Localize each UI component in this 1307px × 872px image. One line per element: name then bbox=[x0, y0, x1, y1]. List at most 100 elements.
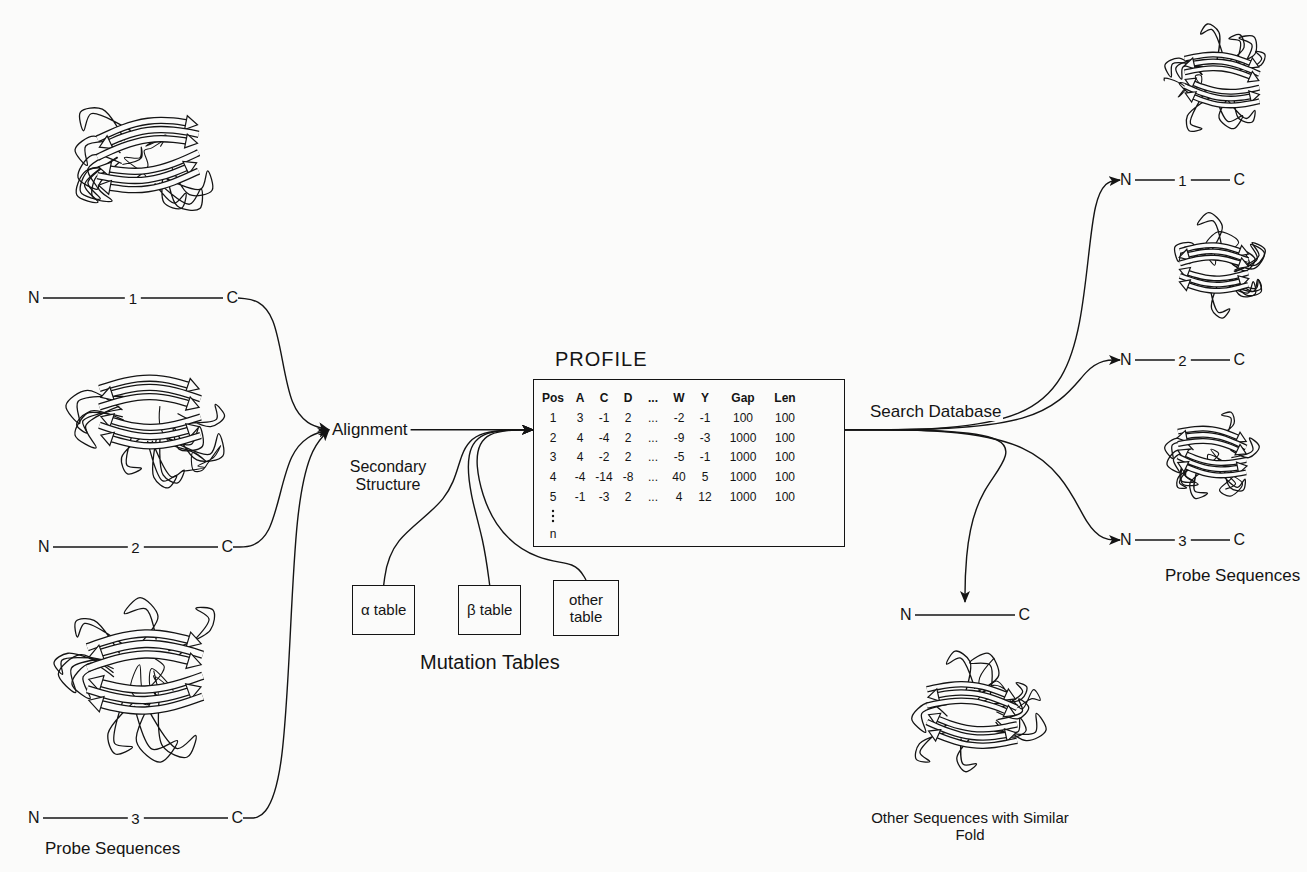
table-cell: -1 bbox=[575, 491, 586, 505]
table-name: α table bbox=[361, 601, 406, 618]
flow-arrow bbox=[845, 360, 1120, 430]
beta-strand bbox=[1188, 285, 1248, 291]
strand-arrowhead bbox=[1248, 71, 1259, 81]
terminus-label: N bbox=[1120, 351, 1132, 369]
protein-ribbon bbox=[54, 598, 215, 763]
table-cell: 3 bbox=[550, 451, 557, 465]
beta-strand bbox=[110, 171, 199, 190]
strand-arrowhead bbox=[101, 387, 114, 400]
terminus-label: C bbox=[1233, 171, 1245, 189]
strand-arrowhead bbox=[1185, 92, 1196, 102]
table-cell: 4 bbox=[577, 451, 584, 465]
table-heading: PROFILE bbox=[533, 348, 845, 371]
continuation-dot bbox=[552, 510, 554, 512]
beta-strand bbox=[112, 435, 201, 445]
group-title: Mutation Tables bbox=[420, 651, 560, 674]
step-label: Alignment bbox=[332, 420, 408, 440]
table-cell: ... bbox=[648, 471, 658, 485]
flow-arrow bbox=[845, 430, 1120, 540]
matched-sequence: NC bbox=[900, 602, 1030, 628]
protein-ribbon bbox=[1165, 412, 1260, 498]
strand-arrowhead bbox=[186, 653, 201, 668]
beta-strand bbox=[110, 171, 199, 190]
table-cell: 5 bbox=[550, 491, 557, 505]
table-cell: 1 bbox=[550, 412, 557, 426]
table-cell: 100 bbox=[733, 412, 753, 426]
table-cell: 4 bbox=[577, 432, 584, 446]
table-cell: Gap bbox=[731, 392, 754, 406]
beta-strand bbox=[1188, 285, 1248, 291]
strand-arrowhead bbox=[1235, 445, 1246, 455]
mutation-table-box: β table bbox=[458, 585, 521, 635]
table-cell: 3 bbox=[577, 412, 584, 426]
table-cell: Y bbox=[701, 392, 709, 406]
table-cell: -2 bbox=[599, 451, 610, 465]
table-cell: -1 bbox=[700, 412, 711, 426]
flow-arrow bbox=[845, 430, 1006, 602]
table-cell: A bbox=[576, 392, 585, 406]
strand-arrowhead bbox=[89, 697, 104, 712]
process-label: Alignment bbox=[332, 420, 408, 440]
beta-strand bbox=[102, 697, 203, 711]
terminus-label: N bbox=[900, 606, 912, 624]
table-cell: -9 bbox=[674, 432, 685, 446]
probe-sequence: N3C bbox=[1120, 527, 1245, 553]
sequence-number: 3 bbox=[1174, 532, 1190, 549]
probe-sequence: N3C bbox=[28, 805, 243, 831]
strand-arrowhead bbox=[89, 645, 104, 660]
table-cell: 40 bbox=[672, 471, 685, 485]
table-cell: -2 bbox=[674, 412, 685, 426]
beta-strand bbox=[1194, 97, 1259, 105]
table-cell: n bbox=[550, 528, 557, 542]
flow-arrow bbox=[243, 430, 329, 818]
table-cell: ... bbox=[648, 491, 658, 505]
table-cell: -14 bbox=[595, 471, 612, 485]
beta-strand bbox=[1180, 258, 1240, 264]
flow-arrow bbox=[238, 298, 329, 430]
mutation-table-box: other table bbox=[553, 580, 619, 636]
table-cell: 2 bbox=[550, 432, 557, 446]
strand-arrowhead bbox=[929, 730, 941, 741]
sequence-number: 2 bbox=[127, 539, 143, 556]
strand-arrowhead bbox=[185, 134, 198, 148]
edge-label: Search Database bbox=[868, 402, 1003, 422]
table-cell: 1000 bbox=[730, 451, 757, 465]
continuation-dot bbox=[552, 515, 554, 517]
strand-arrowhead bbox=[186, 397, 199, 410]
beta-strand bbox=[1180, 258, 1240, 264]
beta-strand bbox=[938, 735, 1017, 745]
table-cell: W bbox=[673, 392, 684, 406]
table-cell: 2 bbox=[625, 491, 632, 505]
beta-strand bbox=[1178, 441, 1238, 450]
strand-arrowhead bbox=[1178, 462, 1189, 472]
terminus-label: N bbox=[1120, 531, 1132, 549]
strand-arrowhead bbox=[185, 116, 198, 130]
table-name: other table bbox=[562, 591, 610, 626]
group-title: Probe Sequences bbox=[45, 839, 180, 859]
flow-arrow bbox=[384, 430, 533, 585]
beta-strand bbox=[938, 735, 1017, 745]
beta-strand bbox=[87, 654, 188, 668]
protein-ribbon bbox=[912, 651, 1046, 772]
table-cell: 100 bbox=[775, 412, 795, 426]
table-cell: -1 bbox=[599, 412, 610, 426]
table-cell: 2 bbox=[625, 432, 632, 446]
terminus-label: C bbox=[1018, 606, 1030, 624]
table-cell: 100 bbox=[775, 451, 795, 465]
table-cell: 5 bbox=[702, 471, 709, 485]
continuation-dot bbox=[552, 520, 554, 522]
annotation-text: Secondary Structure bbox=[342, 458, 434, 495]
table-cell: -5 bbox=[674, 451, 685, 465]
table-cell: 100 bbox=[775, 491, 795, 505]
beta-strand bbox=[1186, 467, 1246, 476]
protein-ribbon bbox=[1175, 213, 1266, 319]
terminus-label: N bbox=[38, 538, 50, 556]
beta-strand bbox=[1186, 467, 1246, 476]
strand-arrowhead bbox=[1003, 689, 1015, 700]
table-cell: Len bbox=[774, 392, 795, 406]
strand-arrowhead bbox=[186, 379, 199, 392]
strand-arrowhead bbox=[1179, 280, 1190, 291]
probe-sequence: N2C bbox=[38, 534, 233, 560]
mutation-table-box: α table bbox=[352, 585, 415, 635]
